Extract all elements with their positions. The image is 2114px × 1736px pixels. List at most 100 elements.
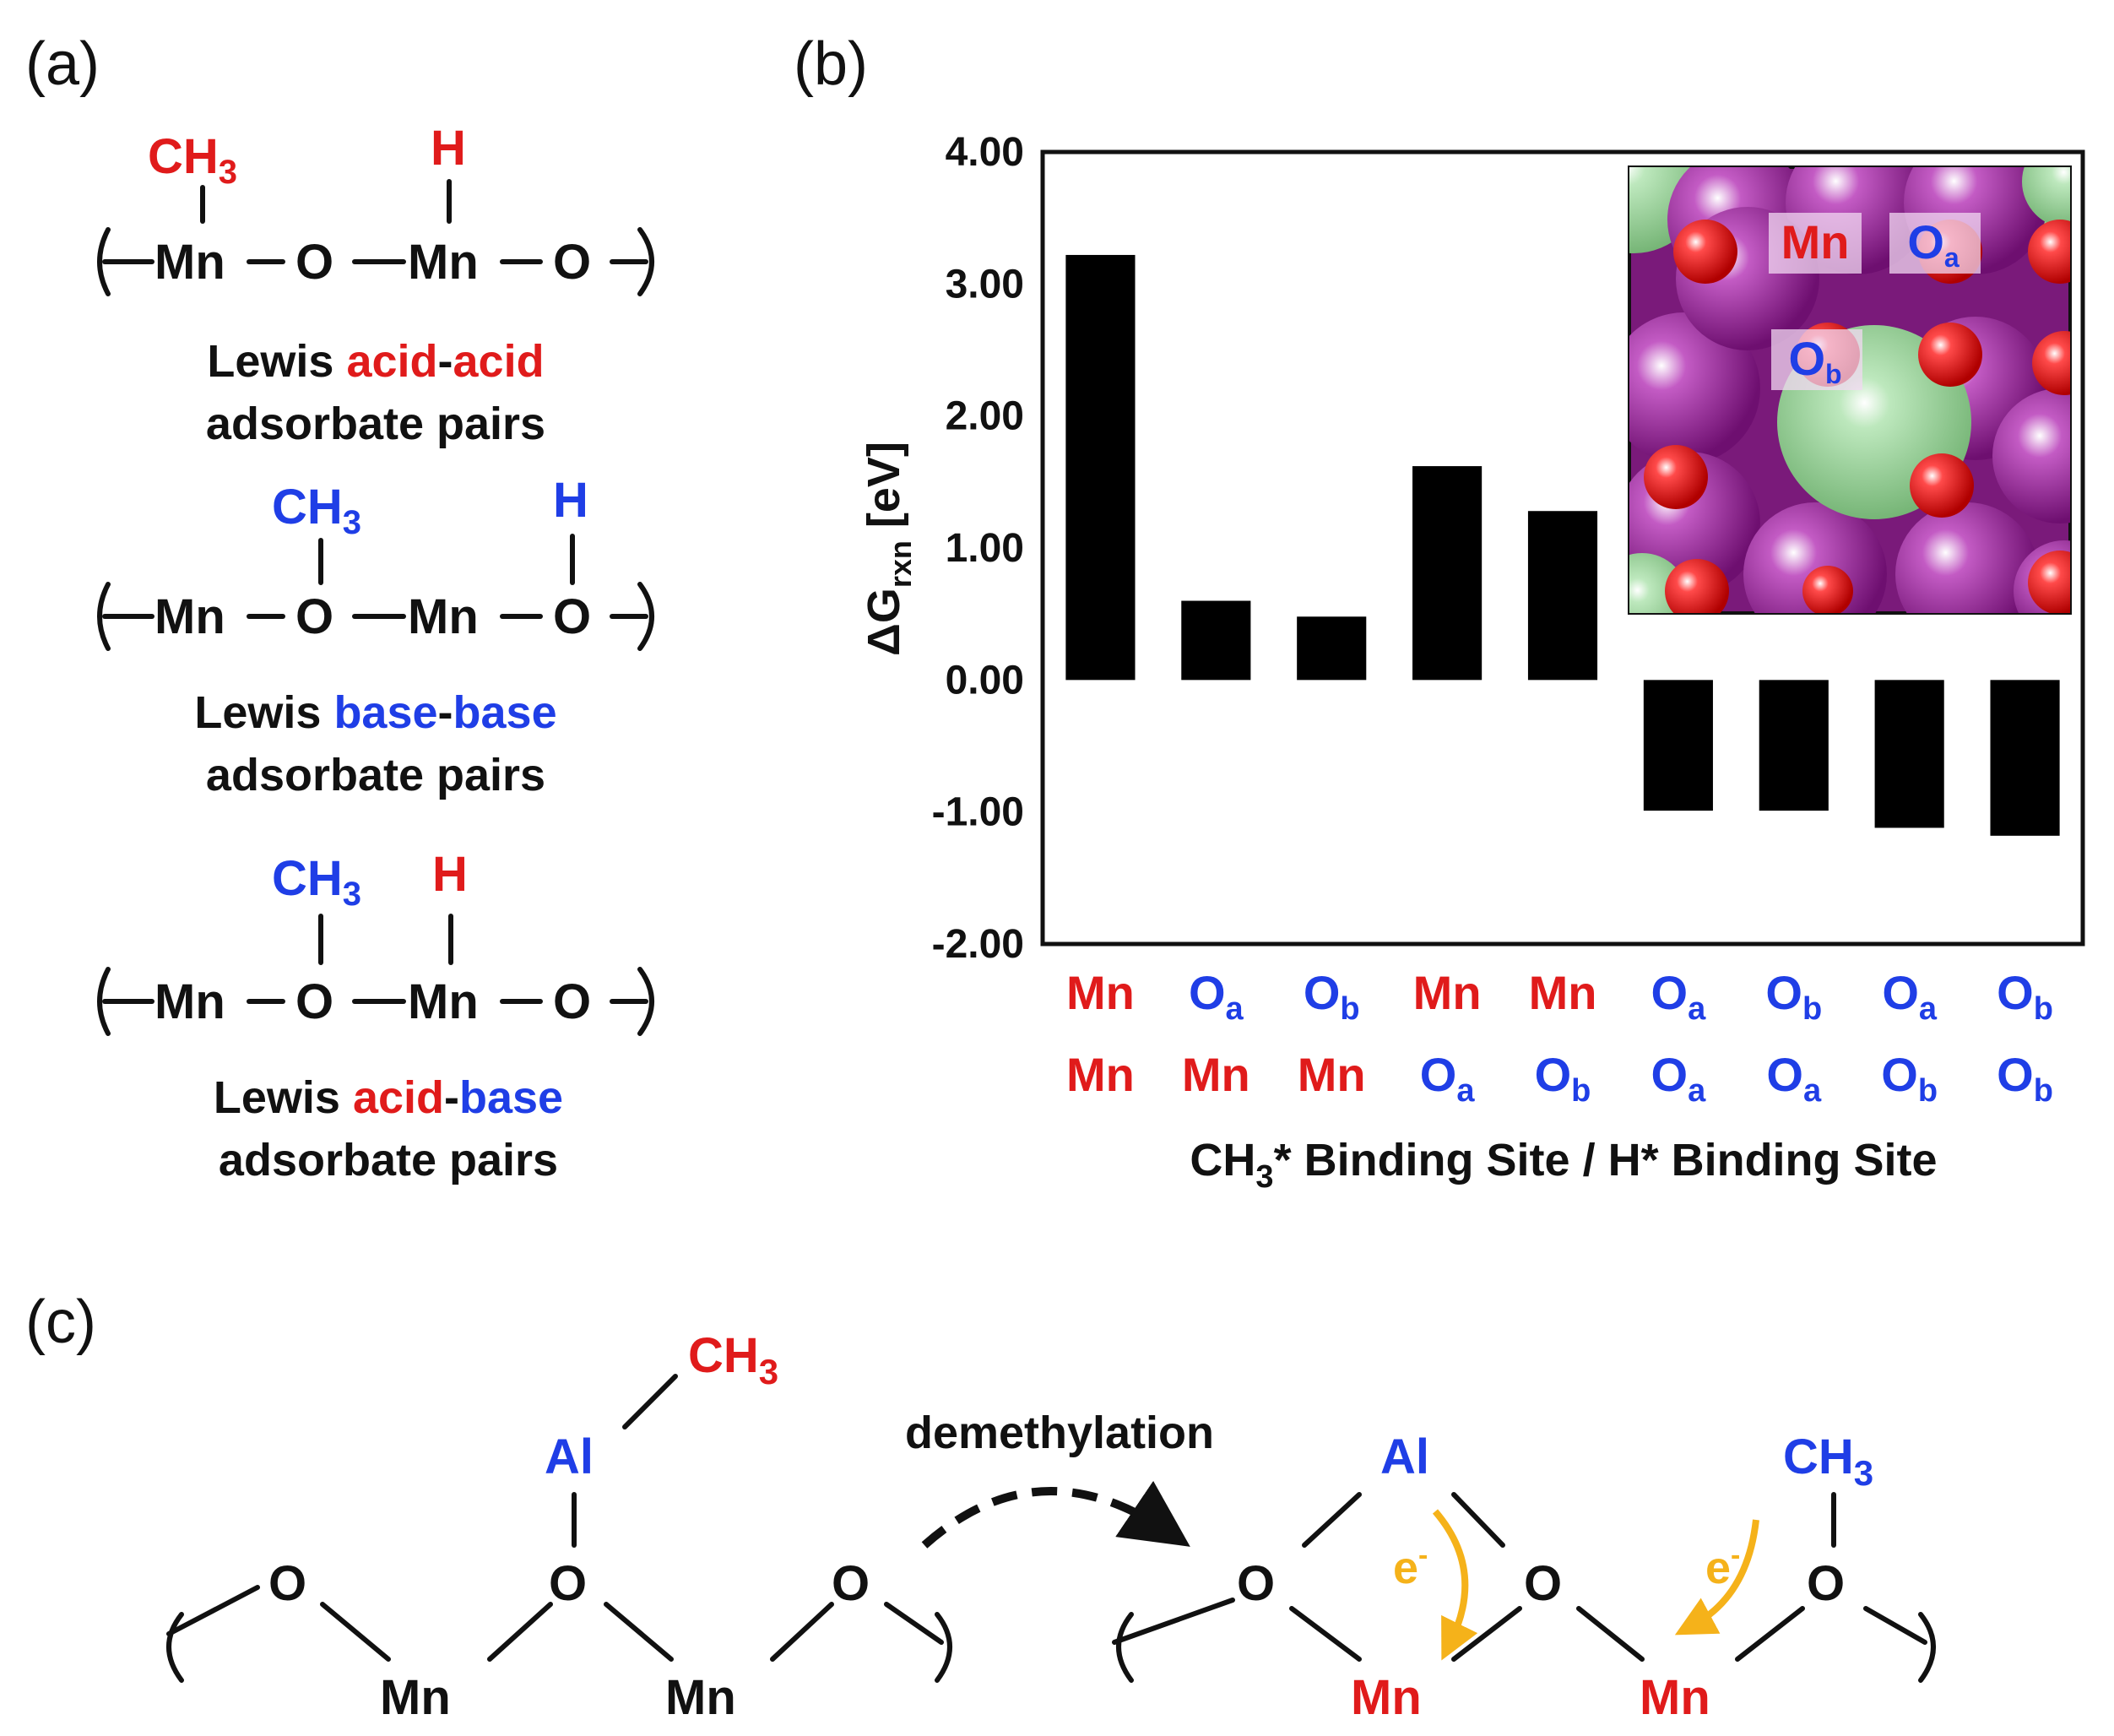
x-axis-label: CH3* Binding Site / H* Binding Site xyxy=(1190,1135,1937,1195)
atom-mn: Mn xyxy=(154,235,225,290)
x-category-label: Mn xyxy=(1529,966,1597,1019)
panel-label-b: (b) xyxy=(794,30,868,98)
x-category-label: Mn xyxy=(1413,966,1482,1019)
x-category-label: Mn xyxy=(1066,1048,1135,1101)
structure-acid-base: CH3 H Mn O Mn O Lewis acid-base adsorbat… xyxy=(97,847,654,1185)
electron-label: e- xyxy=(1705,1539,1740,1593)
x-category-label: Mn xyxy=(1182,1048,1250,1101)
bar xyxy=(1297,616,1367,681)
ch3-label: CH3 xyxy=(272,480,361,541)
atom-mn: Mn xyxy=(665,1670,736,1725)
y-tick-label: -2.00 xyxy=(932,922,1024,967)
atom-o: O xyxy=(553,235,591,290)
demethylation-arrow xyxy=(921,1480,1190,1549)
panel-c: CH3 Al O Mn O Mn O demethylation Al CH3 xyxy=(166,1328,1936,1725)
ch3-label: CH3 xyxy=(1783,1429,1873,1493)
atom-o: O xyxy=(553,974,591,1029)
caption-line1: Lewis acid-base xyxy=(214,1072,563,1123)
atom-o: O xyxy=(1524,1556,1562,1611)
bar xyxy=(1412,466,1483,681)
atom-mn: Mn xyxy=(380,1670,451,1725)
panel-label-c: (c) xyxy=(25,1288,96,1356)
caption-line1: Lewis acid-acid xyxy=(207,336,544,387)
atom-mn: Mn xyxy=(1351,1670,1422,1725)
caption-line1: Lewis base-base xyxy=(194,687,556,738)
atom-o: O xyxy=(1237,1556,1275,1611)
bar xyxy=(1643,680,1713,811)
y-tick-label: 4.00 xyxy=(946,130,1024,175)
left-structure: CH3 Al O Mn O Mn O xyxy=(166,1328,952,1725)
structure-acid-acid: CH3 H Mn O Mn O Lewis acid-acid adsorbat… xyxy=(97,121,654,449)
electron-arrow xyxy=(1674,1519,1759,1636)
structure-base-base: CH3 H Mn O Mn O Lewis base-base adsorbat… xyxy=(97,473,654,800)
bar xyxy=(1065,254,1136,681)
inset-label-mn: Mn xyxy=(1781,215,1850,269)
atom-o: O xyxy=(549,1556,587,1611)
y-tick-label: 2.00 xyxy=(946,394,1024,439)
chain-end-right xyxy=(637,967,654,1036)
chain-end-left xyxy=(97,582,111,651)
right-structure: Al CH3 O Mn O Mn O e- e- xyxy=(1112,1429,1936,1725)
y-tick-label: 1.00 xyxy=(946,526,1024,571)
bar xyxy=(1181,600,1251,681)
atom-mn: Mn xyxy=(408,235,479,290)
chain-end-right xyxy=(1918,1612,1936,1683)
caption-line2: adsorbate pairs xyxy=(206,750,545,800)
atom-o: O xyxy=(295,589,333,644)
x-category-label: Mn xyxy=(1066,966,1135,1019)
panel-b-chart: 4.003.002.001.000.00-1.00-2.00 MnMnOaMnO… xyxy=(859,130,2085,1195)
chain-end-left xyxy=(1116,1612,1134,1683)
bar xyxy=(1759,680,1829,811)
inset-label-ob: Ob xyxy=(1788,332,1841,389)
x-category-label: Oa xyxy=(1882,966,1938,1027)
atom-o: O xyxy=(553,589,591,644)
ch3-label: CH3 xyxy=(148,129,237,191)
chain-end-left xyxy=(166,1612,184,1683)
chain-end-right xyxy=(637,582,654,651)
h-label: H xyxy=(553,473,588,528)
h-label: H xyxy=(431,121,466,176)
caption-line2: adsorbate pairs xyxy=(206,399,545,449)
bar xyxy=(1990,680,2060,836)
x-category-label: Ob xyxy=(1535,1048,1591,1109)
y-ticks: 4.00 3.00 2.00 1.00 0.00 -1.00 -2.00 xyxy=(932,130,1024,967)
plot-frame xyxy=(1040,149,2085,947)
caption-line2: adsorbate pairs xyxy=(219,1135,558,1185)
chain-end-right xyxy=(637,227,654,296)
y-tick-label: 0.00 xyxy=(946,658,1024,703)
h-label: H xyxy=(432,847,468,902)
atom-mn: Mn xyxy=(154,974,225,1029)
x-category-label: Ob xyxy=(1765,966,1822,1027)
bar xyxy=(1527,511,1598,681)
panel-a: CH3 H Mn O Mn O Lewis acid-acid adsorbat… xyxy=(97,121,654,1185)
surface-inset: Mn Oa Ob xyxy=(1628,165,2072,615)
demethylation-label: demethylation xyxy=(905,1408,1214,1458)
atom-mn: Mn xyxy=(408,974,479,1029)
atom-o: O xyxy=(1807,1556,1845,1611)
atom-mn: Mn xyxy=(1640,1670,1710,1725)
electron-arrow xyxy=(1432,1509,1478,1661)
x-category-label: Ob xyxy=(1881,1048,1938,1109)
x-category-label: Ob xyxy=(1997,1048,2053,1109)
x-category-label: Oa xyxy=(1766,1048,1822,1109)
chain-end-left xyxy=(97,227,111,296)
atom-o: O xyxy=(268,1556,306,1611)
atom-mn: Mn xyxy=(408,589,479,644)
inset-label-oa: Oa xyxy=(1907,215,1960,273)
atom-o: O xyxy=(295,974,333,1029)
chain-end-right xyxy=(935,1612,952,1683)
y-tick-label: 3.00 xyxy=(946,262,1024,307)
bar xyxy=(1874,680,1944,828)
atom-o: O xyxy=(295,235,333,290)
x-category-label: Oa xyxy=(1651,1048,1707,1109)
atom-mn: Mn xyxy=(154,589,225,644)
ch3-label: CH3 xyxy=(272,851,361,913)
y-axis-label: ΔGrxn [eV] xyxy=(859,442,918,656)
y-tick-label: -1.00 xyxy=(932,790,1024,835)
electron-label: e- xyxy=(1393,1539,1428,1593)
x-category-label: Oa xyxy=(1189,966,1244,1027)
ch3-label: CH3 xyxy=(688,1328,778,1392)
al-label: Al xyxy=(545,1429,594,1484)
x-category-label: Ob xyxy=(1997,966,2053,1027)
